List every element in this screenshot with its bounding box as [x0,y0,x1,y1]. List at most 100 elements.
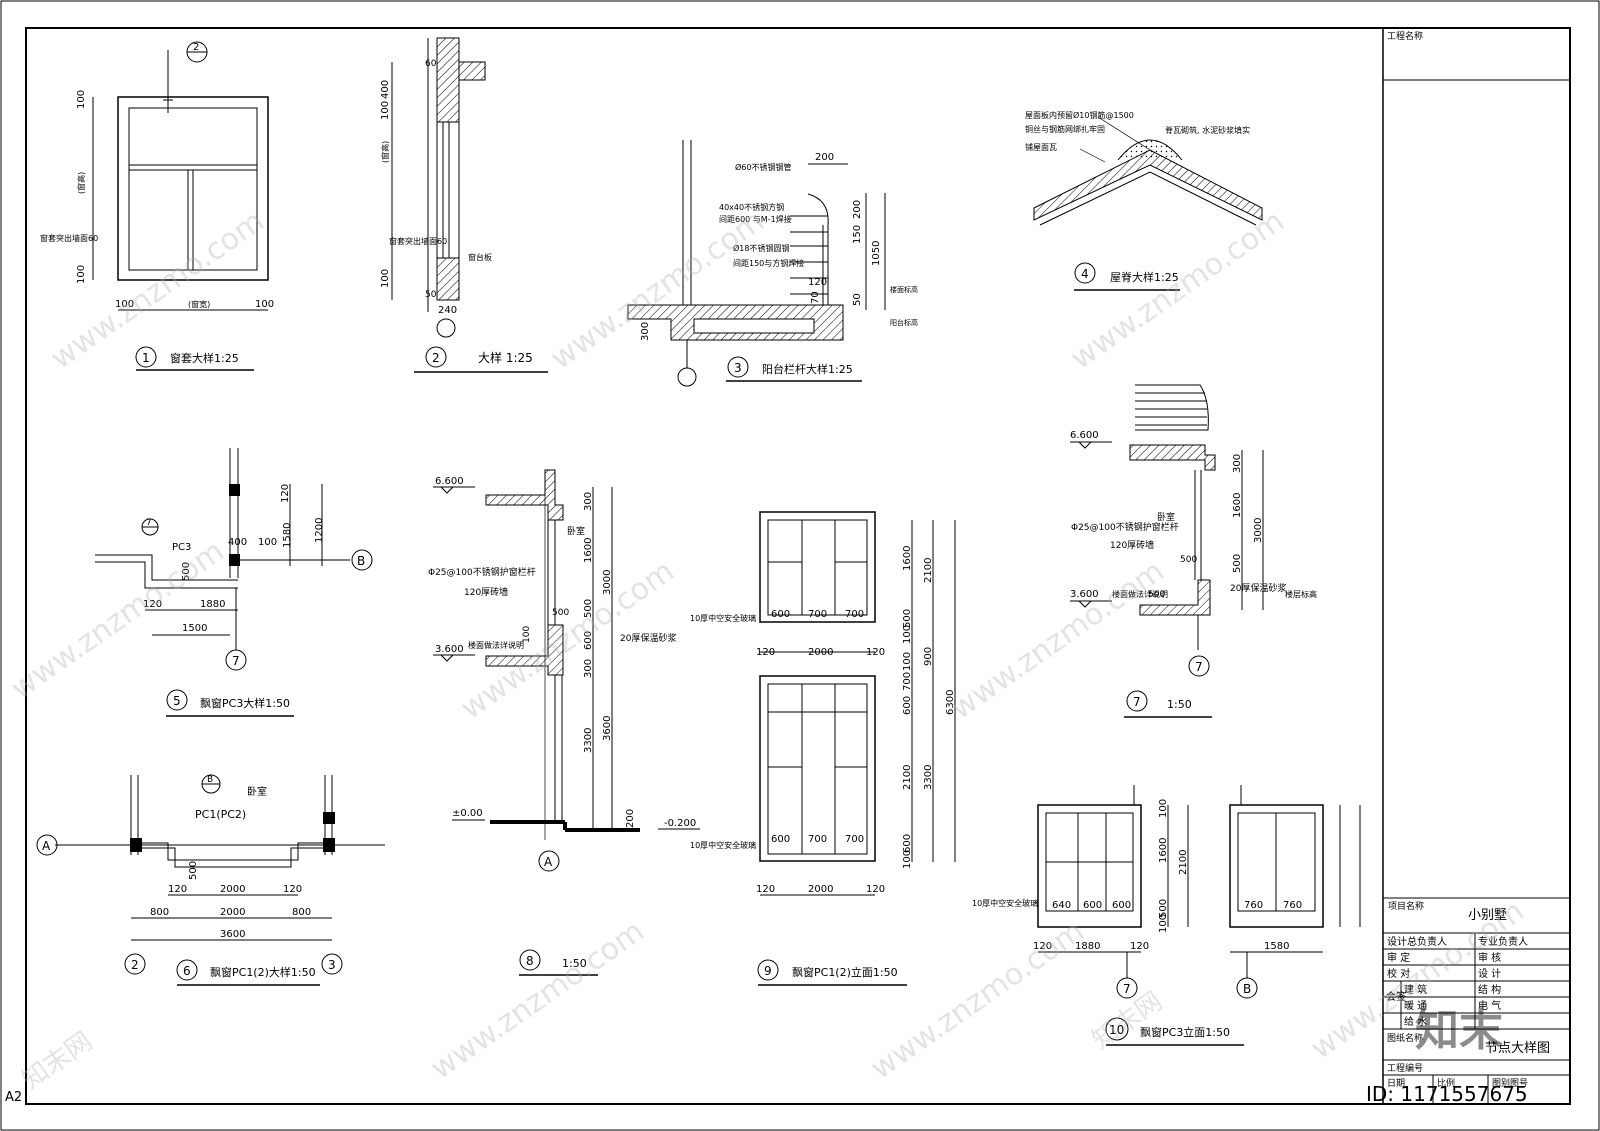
d6-800b: 800 [292,907,311,918]
detail-7: 7 6.600 3.600 卧室 Φ25@100不锈钢护窗栏杆 120厚砖墙 2… [1070,384,1317,718]
d9-w700c: 700 [808,834,827,845]
d9-h700: 700 [902,672,913,691]
detail-9: 600 700 700 600 700 700 10厚中空安全玻璃 10厚中空安… [690,511,956,986]
detail-2: 400 60 100 (窗高) 100 240 50 窗套突出墙面60 窗台板 … [380,37,548,373]
d9-w700a: 700 [808,609,827,620]
d5-axis-7: 7 [232,654,240,668]
d8-n4: 20厚保温砂浆 [620,632,676,644]
d2-240: 240 [438,305,457,316]
d9-h2100b: 2100 [902,765,913,790]
d9-h2100: 2100 [923,558,934,583]
detail-10: 640 600 600 760 760 10厚中空安全玻璃 120 1880 1… [972,785,1361,1046]
d6-800a: 800 [150,907,169,918]
d9-h500: 500 [902,609,913,628]
d3-n1: Ø60不锈钢钢管 [735,162,791,172]
tb-row-4-left: 建 筑 [1404,983,1427,996]
d3-n2: 40x40不锈钢方钢 [719,202,784,212]
d7-lvl1: 6.600 [1070,430,1099,441]
logo-watermark: 知末 [1415,1005,1503,1056]
d10-h2100: 2100 [1178,850,1189,875]
d6-room: 卧室 [247,785,267,798]
tb-row-2-right: 审 核 [1478,951,1501,964]
d3-70: 70 [810,291,821,304]
d6-code: PC1(PC2) [195,808,246,821]
d9-h3300: 3300 [923,765,934,790]
detail-9-number: 9 [764,964,772,978]
watermark-8: www.znzmo.com [865,914,1091,1087]
d2-height: (窗高) [380,141,390,163]
tb-row-1-right: 专业负责人 [1478,935,1528,948]
d1-width-dim: (窗宽) [188,299,210,309]
d5-axis-sub: 7 [146,518,152,528]
d6-2000b: 2000 [220,907,245,918]
detail-3-number: 3 [734,361,742,375]
detail-6-number: 6 [183,964,191,978]
d5-code: PC3 [172,542,191,553]
tb-row-5-right: 电 气 [1478,999,1501,1012]
d8-lvl0: ±0.00 [452,808,483,819]
detail-2-title: 大样 1:25 [478,350,533,365]
id-label: ID: 1171557675 [1366,1082,1528,1106]
d9-w700d: 700 [845,834,864,845]
d10-d120: 120 [1033,941,1052,952]
d6-500: 500 [188,861,199,880]
d8-600: 600 [583,631,594,650]
d5-1880: 1880 [200,599,225,610]
detail-5-title: 飘窗PC3大样1:50 [200,696,290,710]
d5-1500: 1500 [182,623,207,634]
tb-row-1-left: 设计总负责人 [1387,935,1447,948]
d5-400: 400 [228,537,247,548]
d10-w640: 640 [1052,900,1071,911]
d8-300b: 300 [583,659,594,678]
watermark-4: www.znzmo.com [5,534,231,707]
tb-project-no-label: 工程编号 [1387,1062,1423,1074]
detail-3-title: 阳台栏杆大样1:25 [762,362,853,376]
d10-w600b: 600 [1112,900,1131,911]
d3-300: 300 [640,322,651,341]
sheet-size-label: A2 [5,1090,22,1105]
detail-6: A B 卧室 PC1(PC2) 500 120 2000 120 800 200… [36,774,385,986]
detail-3: 200 Ø60不锈钢钢管 40x40不锈钢方钢 间距600 与M-1焊接 Ø18… [627,140,918,387]
d8-lvl2: 3.600 [435,644,464,655]
d6-axis-2: 2 [131,958,139,972]
d10-h100a: 100 [1158,799,1169,818]
d1-bottom-dim: 100 [76,265,87,284]
d8-n1: Φ25@100不锈钢护窗栏杆 [428,566,536,578]
d1-height-dim: (窗高) [76,172,86,194]
d9-w600b: 600 [771,834,790,845]
d5-100: 100 [258,537,277,548]
d9-h100c: 100 [902,850,913,869]
d9-d2000b: 2000 [808,884,833,895]
d7-3000: 3000 [1253,518,1264,543]
d3-n3: 间距600 与M-1焊接 [719,214,792,224]
watermark-7: www.znzmo.com [425,914,651,1087]
detail-2-number: 2 [432,351,440,365]
d7-500: 500 [1232,554,1243,573]
d7-lvl2: 3.600 [1070,589,1099,600]
d8-n2: 120厚砖墙 [464,586,508,598]
d7-300: 300 [1232,454,1243,473]
d7-n1: Φ25@100不锈钢护窗栏杆 [1071,521,1179,533]
d8-lvlm: -0.200 [664,818,696,829]
d3-200: 200 [815,152,834,163]
d7-500b: 500 [1180,555,1197,565]
d7-n3: 20厚保温砂浆 [1230,582,1286,594]
d10-w760a: 760 [1244,900,1263,911]
d10-w600a: 600 [1083,900,1102,911]
d9-d2000: 2000 [808,647,833,658]
d3-200v: 200 [852,200,863,219]
d8-3000: 3000 [602,570,613,595]
detail-4: 屋面板内预留Ø10钢筋@1500 铜丝与钢筋网绑扎牢固 铺屋面瓦 脊瓦砌筑, 水… [1025,110,1263,291]
d9-h600b: 600 [902,834,913,853]
d6-3600: 3600 [220,929,245,940]
d3-120: 120 [808,277,827,288]
detail-7-number: 7 [1133,695,1141,709]
detail-1: 2 100 (窗高) 100 窗套突出墙面60 100 (窗宽) 100 1 窗… [40,41,274,371]
d9-h900: 900 [923,647,934,666]
drawing-frame [25,27,1571,1105]
d8-n3: 楼面做法详说明 [468,640,524,650]
d6-axis-b: B [207,775,213,785]
d8-200: 200 [625,809,636,828]
